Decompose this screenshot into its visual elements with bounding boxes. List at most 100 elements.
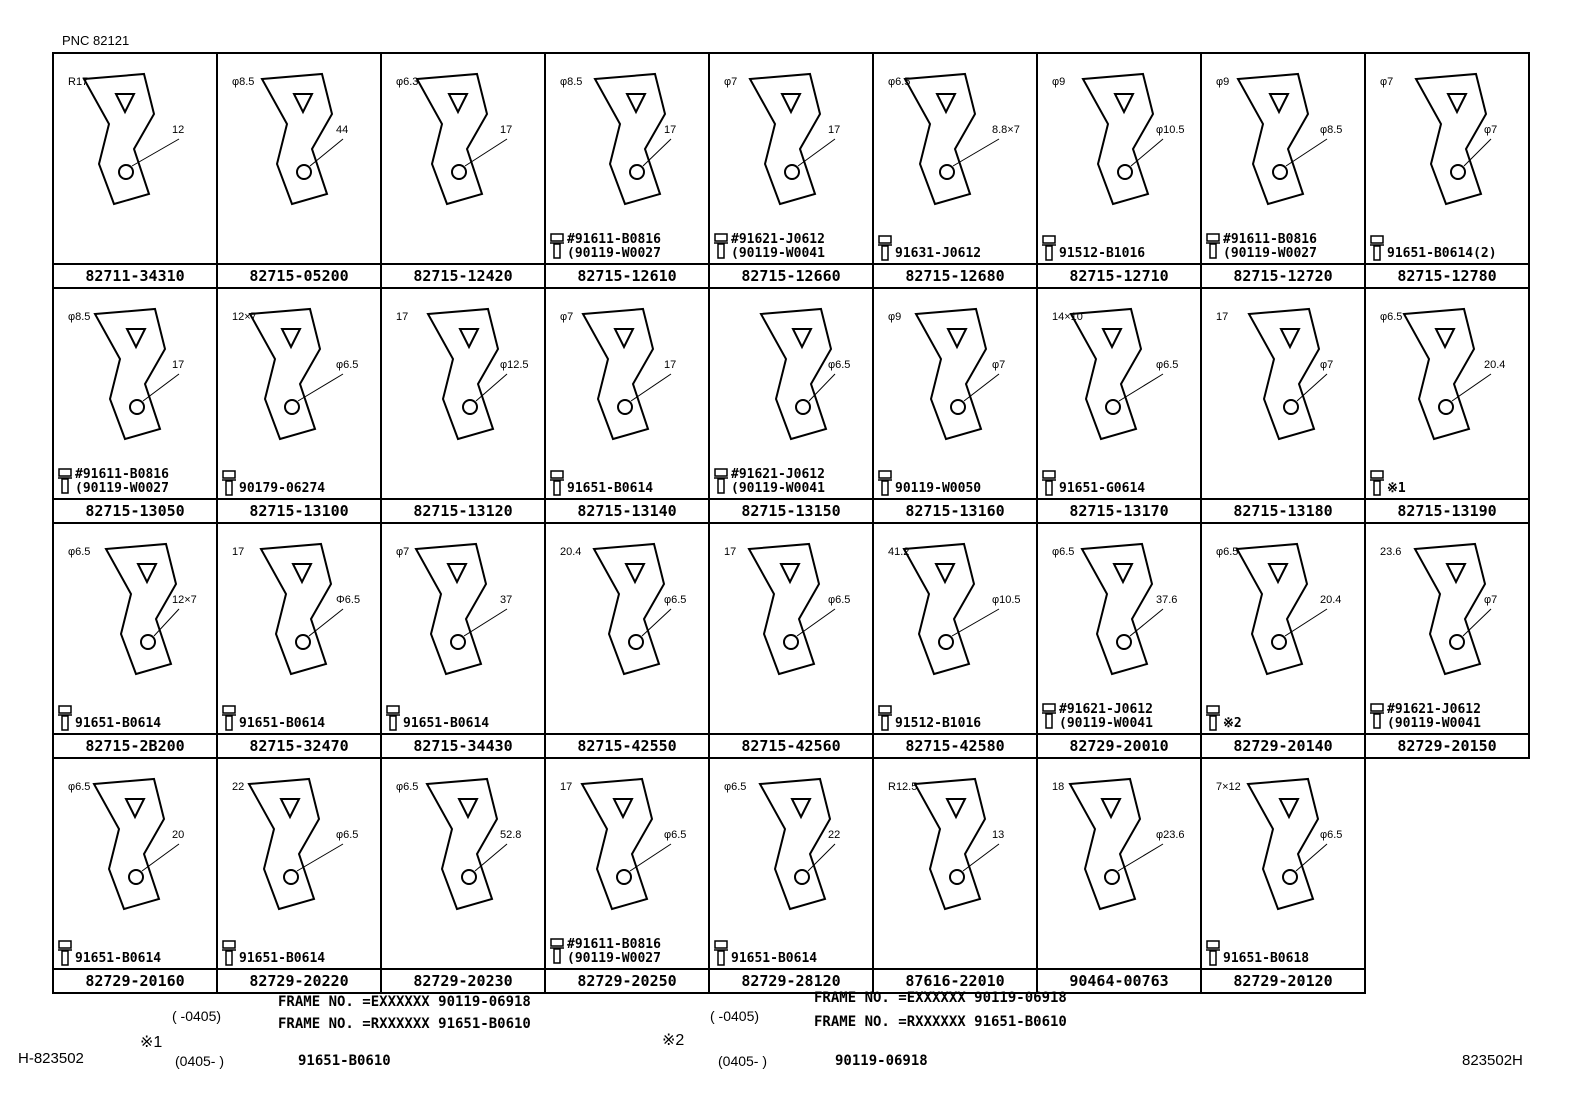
- part-number[interactable]: 82715-42560: [710, 733, 872, 757]
- triangle-cutout: [1101, 328, 1123, 350]
- triangle-cutout: [791, 328, 813, 350]
- bolt-callout: 91651-B0614: [714, 940, 817, 966]
- part-number[interactable]: 82711-34310: [54, 263, 216, 287]
- part-number[interactable]: 82715-12660: [710, 263, 872, 287]
- bolt-icon: [1206, 705, 1220, 731]
- bolt-part-number: #91621-J0612: [1059, 702, 1153, 717]
- part-number[interactable]: 82715-13160: [874, 498, 1036, 522]
- triangle-cutout: [291, 563, 313, 585]
- part-number[interactable]: 82715-12610: [546, 263, 708, 287]
- part-drawing: [747, 542, 836, 676]
- part-number[interactable]: 82715-05200: [218, 263, 380, 287]
- part-number[interactable]: 82729-20140: [1202, 733, 1364, 757]
- dimension-label: φ6.5: [336, 359, 359, 371]
- part-number[interactable]: 82729-20160: [54, 968, 216, 992]
- bracket-outline: [1413, 542, 1487, 676]
- bracket-outline: [581, 307, 655, 441]
- bolt-callout: 91651-G0614: [1042, 470, 1145, 496]
- part-number[interactable]: 82715-34430: [382, 733, 544, 757]
- leader-line: [142, 373, 180, 402]
- bracket-outline: [82, 72, 156, 206]
- drawing-code-left: H-823502: [18, 1050, 84, 1067]
- part-number[interactable]: 82715-13100: [218, 498, 380, 522]
- bracket-outline: [1068, 777, 1142, 911]
- bolt-callout: 90179-06274: [222, 470, 325, 496]
- part-number[interactable]: 82729-20250: [546, 968, 708, 992]
- bolt-icon: [58, 705, 72, 731]
- triangle-cutout: [446, 563, 468, 585]
- leader-line: [951, 608, 1000, 637]
- bolt-icon: [222, 705, 236, 731]
- part-number[interactable]: 82729-20220: [218, 968, 380, 992]
- part-number[interactable]: 82715-12420: [382, 263, 544, 287]
- dimension-label: 12×7: [232, 311, 257, 323]
- bracket-outline: [914, 307, 988, 441]
- triangle-cutout: [790, 798, 812, 820]
- triangle-cutout: [124, 798, 146, 820]
- dimension-label: φ6.5: [68, 781, 91, 793]
- part-number[interactable]: 87616-22010: [874, 968, 1036, 992]
- part-number[interactable]: 82715-13190: [1366, 498, 1528, 522]
- part-number[interactable]: 82715-13180: [1202, 498, 1364, 522]
- part-drawing: [93, 307, 180, 441]
- part-number[interactable]: 82715-13140: [546, 498, 708, 522]
- part-number[interactable]: 82729-20230: [382, 968, 544, 992]
- triangle-cutout: [1267, 563, 1289, 585]
- leader-line: [475, 373, 508, 402]
- bolt-icon: [1370, 235, 1384, 261]
- part-drawing: [1068, 777, 1164, 911]
- dimension-label: 20.4: [560, 546, 582, 558]
- part-number[interactable]: 82715-12780: [1366, 263, 1528, 287]
- part-cell: φ6.5 12×7 90179-06274 82715-13100: [216, 287, 382, 524]
- part-number[interactable]: 82715-13050: [54, 498, 216, 522]
- bracket-outline: [1246, 777, 1320, 911]
- mounting-hole: [1438, 399, 1454, 415]
- part-drawing: [414, 542, 508, 676]
- part-number[interactable]: 82715-12720: [1202, 263, 1364, 287]
- part-number[interactable]: 82729-20120: [1202, 968, 1364, 992]
- part-number[interactable]: 82715-13150: [710, 498, 872, 522]
- leader-line: [141, 843, 180, 872]
- part-number[interactable]: 82715-2B200: [54, 733, 216, 757]
- dimension-label: φ6.5: [664, 829, 687, 841]
- part-number[interactable]: 82729-20010: [1038, 733, 1200, 757]
- triangle-cutout: [1100, 798, 1122, 820]
- part-number[interactable]: 82715-13170: [1038, 498, 1200, 522]
- bolt-icon: [1206, 233, 1220, 261]
- part-number[interactable]: 82715-12680: [874, 263, 1036, 287]
- bolt-callout: #91621-J0612(90119-W0041: [1042, 703, 1153, 731]
- bolt-part-number: 90179-06274: [239, 481, 326, 496]
- bolt-icon: [714, 233, 728, 261]
- bracket-outline: [748, 72, 822, 206]
- part-number[interactable]: 82715-13120: [382, 498, 544, 522]
- triangle-cutout: [945, 798, 967, 820]
- part-number[interactable]: 82715-32470: [218, 733, 380, 757]
- leader-line: [309, 138, 344, 167]
- dimension-label: 12×7: [172, 594, 197, 606]
- part-number[interactable]: 82715-42550: [546, 733, 708, 757]
- bracket-outline: [759, 307, 833, 441]
- mounting-hole: [461, 869, 477, 885]
- mounting-hole: [784, 164, 800, 180]
- bolt-part-number: 91651-B0614: [403, 716, 490, 731]
- mounting-hole: [1116, 634, 1132, 650]
- part-number[interactable]: 82729-28120: [710, 968, 872, 992]
- part-number[interactable]: 82715-12710: [1038, 263, 1200, 287]
- part-number[interactable]: 82729-20150: [1366, 733, 1528, 757]
- part-number[interactable]: 90464-00763: [1038, 968, 1200, 992]
- mounting-hole: [450, 634, 466, 650]
- leader-line: [808, 373, 836, 402]
- part-number[interactable]: 82715-42580: [874, 733, 1036, 757]
- bolt-part-number: 91512-B1016: [1059, 246, 1146, 261]
- triangle-cutout: [1279, 328, 1301, 350]
- mounting-hole: [1104, 869, 1120, 885]
- bolt-alt-part-number: (90119-W0027: [75, 481, 169, 496]
- dimension-label: φ6.5: [888, 76, 911, 88]
- bolt-part-number: ※2: [1223, 716, 1242, 731]
- part-drawing: [581, 307, 672, 441]
